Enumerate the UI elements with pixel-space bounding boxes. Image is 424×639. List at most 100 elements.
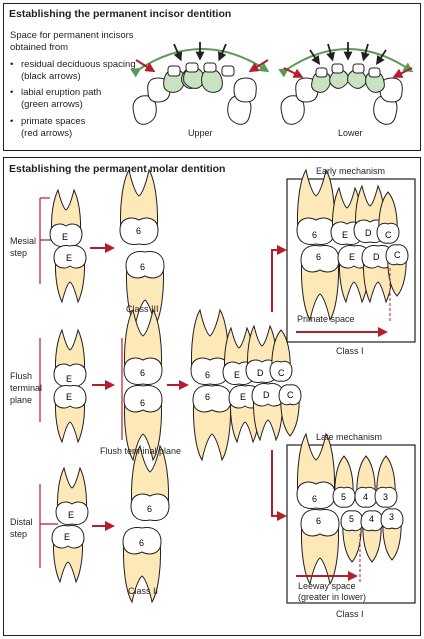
tooth-label-e: E — [234, 370, 240, 380]
tooth-label-c: C — [287, 390, 294, 400]
deciduous-molar — [233, 77, 257, 103]
incisor-intro-line2: obtained from — [10, 42, 69, 53]
row-label-flush: plane — [10, 395, 33, 405]
tooth-label-d: D — [365, 228, 372, 238]
tooth-label-6: 6 — [316, 516, 321, 526]
incisor-panel-title: Establishing the permanent incisor denti… — [9, 8, 232, 20]
bullet-labial-eruption-note: (green arrows) — [21, 99, 83, 110]
deciduous-incisor — [167, 65, 181, 77]
deciduous-incisor — [368, 67, 381, 78]
primate-space-label: Primate space — [297, 314, 355, 324]
tooth-label-c: C — [385, 230, 392, 240]
red-arrow — [135, 59, 156, 73]
tooth-label-e: E — [342, 230, 348, 240]
black-arrow — [326, 43, 335, 62]
red-arrow — [248, 59, 269, 73]
early-mechanism-box — [286, 178, 416, 343]
deciduous-molar — [132, 95, 157, 125]
class-3-label: Class III — [126, 304, 159, 314]
late-class-1-label: Class I — [336, 609, 364, 619]
tooth-label-e: E — [240, 392, 246, 402]
leeway-space-note: (greater in lower) — [298, 592, 367, 602]
tooth-label-6: 6 — [140, 368, 145, 378]
deciduous-incisor — [331, 63, 344, 74]
tooth-label-3: 3 — [383, 492, 388, 502]
deciduous-incisor — [352, 63, 365, 74]
row-label-flush: terminal — [10, 383, 43, 393]
tooth-label-c: C — [394, 250, 401, 260]
row-label-mesial: Mesial — [10, 236, 37, 246]
tooth-label-e: E — [64, 532, 70, 542]
lower-arch-label: Lower — [338, 128, 363, 138]
tooth-label-e: E — [62, 232, 68, 242]
black-arrow — [173, 43, 183, 62]
tooth-label-e: E — [66, 253, 72, 263]
tooth-label-e: E — [68, 510, 74, 520]
red-arrow — [283, 67, 304, 78]
connector-arrow-late — [271, 450, 287, 521]
lower-arch-diagram — [278, 42, 414, 125]
distal-step-baseline — [39, 484, 58, 568]
tooth-label-e: E — [66, 374, 72, 384]
tooth-label-6: 6 — [139, 538, 144, 548]
deciduous-incisor — [221, 65, 235, 77]
tooth-label-6: 6 — [312, 494, 317, 504]
row-label-distal: Distal — [10, 517, 33, 527]
tooth-label-5: 5 — [341, 492, 346, 502]
tooth-label-e: E — [349, 252, 355, 262]
tooth-label-d: D — [257, 368, 264, 378]
black-arrow — [361, 43, 370, 62]
tooth-label-6: 6 — [205, 392, 210, 402]
flush-terminal-plane-caption: Flush terminal plane — [100, 446, 182, 456]
leeway-space-label: Leeway space — [298, 581, 356, 591]
deciduous-incisor — [185, 62, 199, 73]
green-arc-arrow — [130, 48, 270, 78]
bullet-residual-spacing-note: (black arrows) — [21, 71, 81, 82]
deciduous-molar — [280, 95, 305, 125]
black-arrow — [217, 43, 227, 62]
bullet-primate-spaces: primate spaces — [21, 116, 86, 127]
tooth-label-6: 6 — [205, 370, 210, 380]
row-label-distal: step — [10, 529, 28, 539]
tooth-label-5: 5 — [349, 514, 354, 524]
early-mechanism-title: Early mechanism — [316, 166, 386, 176]
tooth-label-d: D — [373, 252, 380, 262]
tooth-label-6: 6 — [147, 504, 152, 514]
black-arrow — [309, 49, 320, 65]
row-label-flush: Flush — [10, 371, 33, 381]
tooth-label-6: 6 — [136, 226, 141, 236]
tooth-label-4: 4 — [369, 514, 374, 524]
tooth-label-6: 6 — [140, 262, 145, 272]
black-arrow — [376, 49, 387, 65]
late-mechanism-title: Late mechanism — [316, 432, 383, 442]
connector-arrow-early — [271, 245, 287, 312]
upper-arch-label: Upper — [188, 128, 213, 138]
tooth-label-6: 6 — [312, 230, 317, 240]
incisor-intro-line1: Space for permanent incisors — [10, 30, 134, 41]
row-label-mesial: step — [10, 248, 28, 258]
bullet-glyph: • — [10, 116, 14, 127]
tooth-label-4: 4 — [363, 492, 368, 502]
tooth-label-6: 6 — [140, 398, 145, 408]
bullet-glyph: • — [10, 59, 14, 70]
deciduous-incisor — [315, 67, 328, 78]
tooth-label-e: E — [66, 392, 72, 402]
tooth-label-6: 6 — [316, 252, 321, 262]
bullet-glyph: • — [10, 87, 14, 98]
bullet-labial-eruption: labial eruption path — [21, 87, 102, 98]
permanent-molar-lower — [192, 385, 232, 461]
deciduous-incisor — [203, 62, 217, 73]
molar-panel-title: Establishing the permanent molar dentiti… — [9, 163, 226, 175]
bullet-residual-spacing: residual deciduous spacing — [21, 59, 136, 70]
bullet-primate-spaces-note: (red arrows) — [21, 128, 73, 139]
late-mechanism-box — [286, 444, 416, 604]
tooth-label-3: 3 — [389, 512, 394, 522]
class-2-label: Class II — [128, 586, 159, 596]
tooth-label-d: D — [263, 390, 270, 400]
red-arrow — [392, 67, 413, 78]
early-class-1-label: Class I — [336, 346, 364, 356]
upper-arch-diagram — [130, 42, 270, 125]
tooth-label-c: C — [278, 368, 285, 378]
